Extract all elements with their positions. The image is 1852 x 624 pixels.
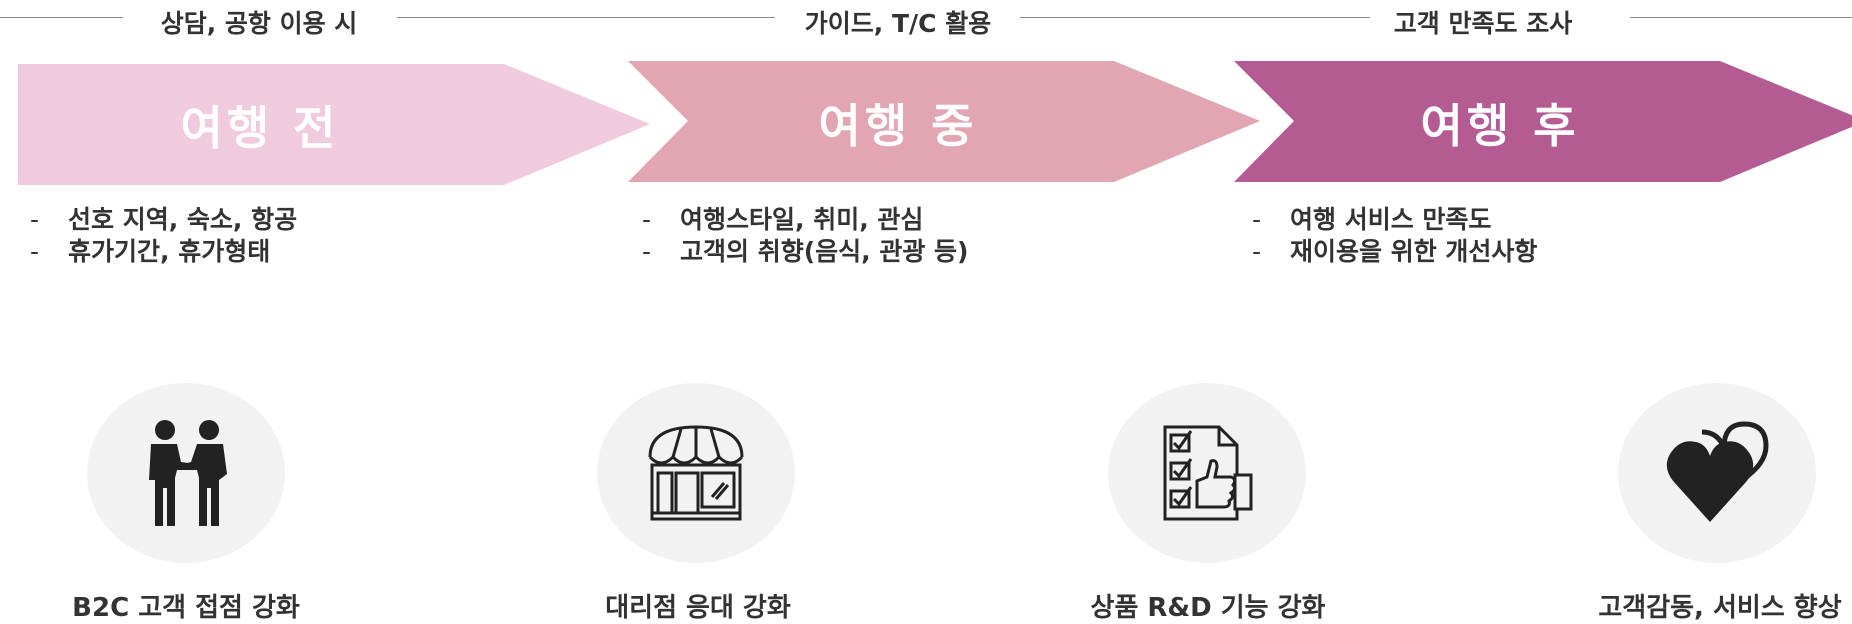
bullet-item: -재이용을 위한 개선사항 (1252, 237, 1538, 266)
bullet-item: -휴가기간, 휴가형태 (30, 237, 271, 266)
stage-arrow-after (1234, 61, 1852, 182)
strategy-circle-agency (597, 383, 795, 563)
header-line-3 (1020, 17, 1370, 18)
stage-title-after: 여행 후 (1420, 99, 1580, 153)
bullet-item: -여행 서비스 만족도 (1252, 205, 1492, 234)
checklist-thumbs-up-icon (1163, 425, 1253, 521)
strategy-circle-b2c (87, 383, 285, 563)
strategy-caption-b2c: B2C 고객 접점 강화 (72, 593, 300, 623)
stage-label-during: 가이드, T/C 활용 (804, 9, 992, 38)
header-line-4 (1630, 17, 1852, 18)
bullet-item: -고객의 취향(음식, 관광 등) (642, 237, 969, 266)
strategy-circle-rnd (1108, 383, 1306, 563)
stage-bullets-during: -여행스타일, 취미, 관심 -고객의 취향(음식, 관광 등) (642, 204, 968, 268)
bullet-item: -선호 지역, 숙소, 항공 (30, 205, 298, 234)
handshake-icon (149, 420, 227, 526)
strategy-circle-service (1618, 383, 1816, 563)
strategy-caption-rnd: 상품 R&D 기능 강화 (1090, 593, 1326, 623)
header-line-2 (397, 17, 775, 18)
stage-title-before: 여행 전 (180, 101, 340, 155)
stage-title-during: 여행 중 (818, 99, 978, 153)
strategy-caption-service: 고객감동, 서비스 향상 (1598, 593, 1842, 623)
stage-label-before: 상담, 공항 이용 시 (160, 9, 358, 38)
stage-label-after: 고객 만족도 조사 (1393, 9, 1573, 38)
storefront-icon (648, 425, 744, 521)
strategy-caption-agency: 대리점 응대 강화 (605, 593, 791, 623)
hearts-icon (1666, 421, 1769, 522)
header-line-1 (0, 17, 123, 18)
bullet-item: -여행스타일, 취미, 관심 (642, 205, 924, 234)
stage-arrow-before (18, 64, 650, 185)
stage-bullets-before: -선호 지역, 숙소, 항공 -휴가기간, 휴가형태 (30, 204, 297, 268)
stage-arrow-during (628, 61, 1260, 182)
stage-bullets-after: -여행 서비스 만족도 -재이용을 위한 개선사항 (1252, 204, 1537, 268)
